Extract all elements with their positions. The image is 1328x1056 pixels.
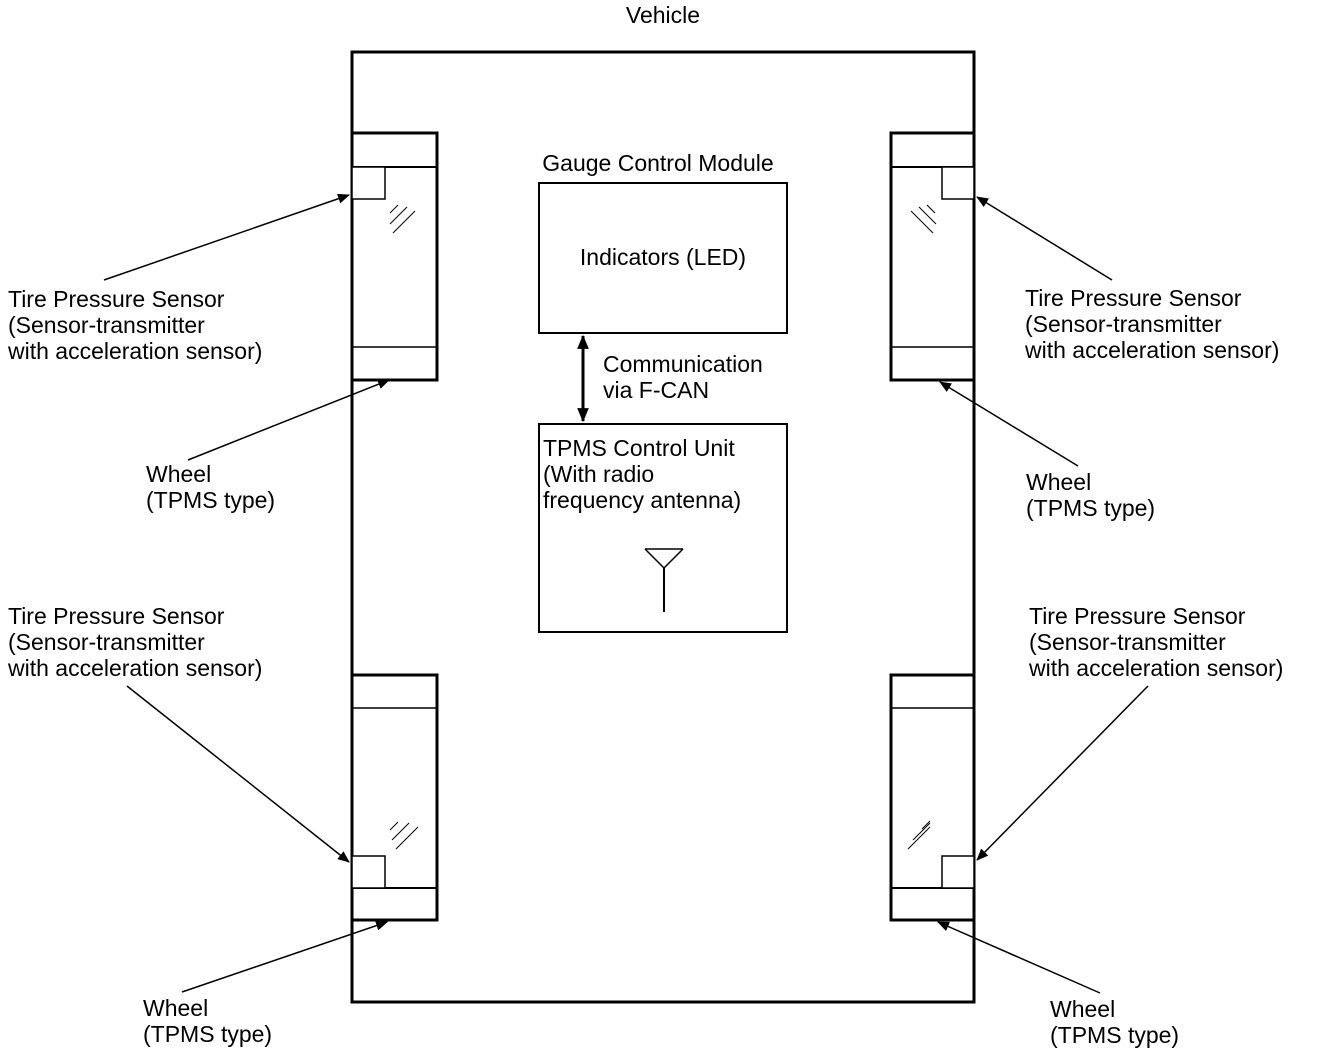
gauge-control-module-box — [538, 182, 788, 334]
vehicle-outline — [350, 50, 976, 1004]
wheel-rear-left — [350, 673, 439, 922]
leader-wheel-front-right — [939, 381, 1079, 467]
antenna-icon — [644, 548, 684, 612]
leader-sensor-front-left — [103, 193, 350, 281]
wheel-front-left — [350, 131, 439, 382]
leader-sensor-front-right — [976, 196, 1113, 281]
leader-sensor-rear-left — [126, 685, 350, 863]
indicators-led-label: Indicators (LED) — [579, 244, 747, 270]
tpms-control-unit-label: TPMS Control Unit (With radio frequency … — [543, 435, 742, 513]
sensor-box-front-right — [941, 166, 975, 200]
gauge-control-module-title: Gauge Control Module — [542, 150, 774, 176]
leader-wheel-front-left — [187, 379, 390, 461]
wheel-label-front-right: Wheel(TPMS type) — [1026, 469, 1156, 521]
sensor-box-rear-right — [941, 855, 975, 889]
leader-wheel-rear-right — [937, 921, 1101, 994]
leader-wheel-rear-left — [181, 920, 388, 993]
sensor-box-rear-left — [351, 855, 386, 889]
leader-sensor-rear-right — [976, 685, 1149, 861]
wheel-rear-right — [889, 673, 976, 922]
wheel-label-front-left: Wheel(TPMS type) — [146, 461, 276, 513]
sensor-box-front-left — [351, 166, 386, 200]
wheel-label-rear-right: Wheel(TPMS type) — [1050, 996, 1180, 1048]
communication-label: Communication via F-CAN — [603, 351, 763, 403]
wheel-front-right — [889, 131, 976, 382]
wheel-label-rear-left: Wheel(TPMS type) — [143, 995, 273, 1047]
vehicle-title: Vehicle — [625, 2, 701, 28]
